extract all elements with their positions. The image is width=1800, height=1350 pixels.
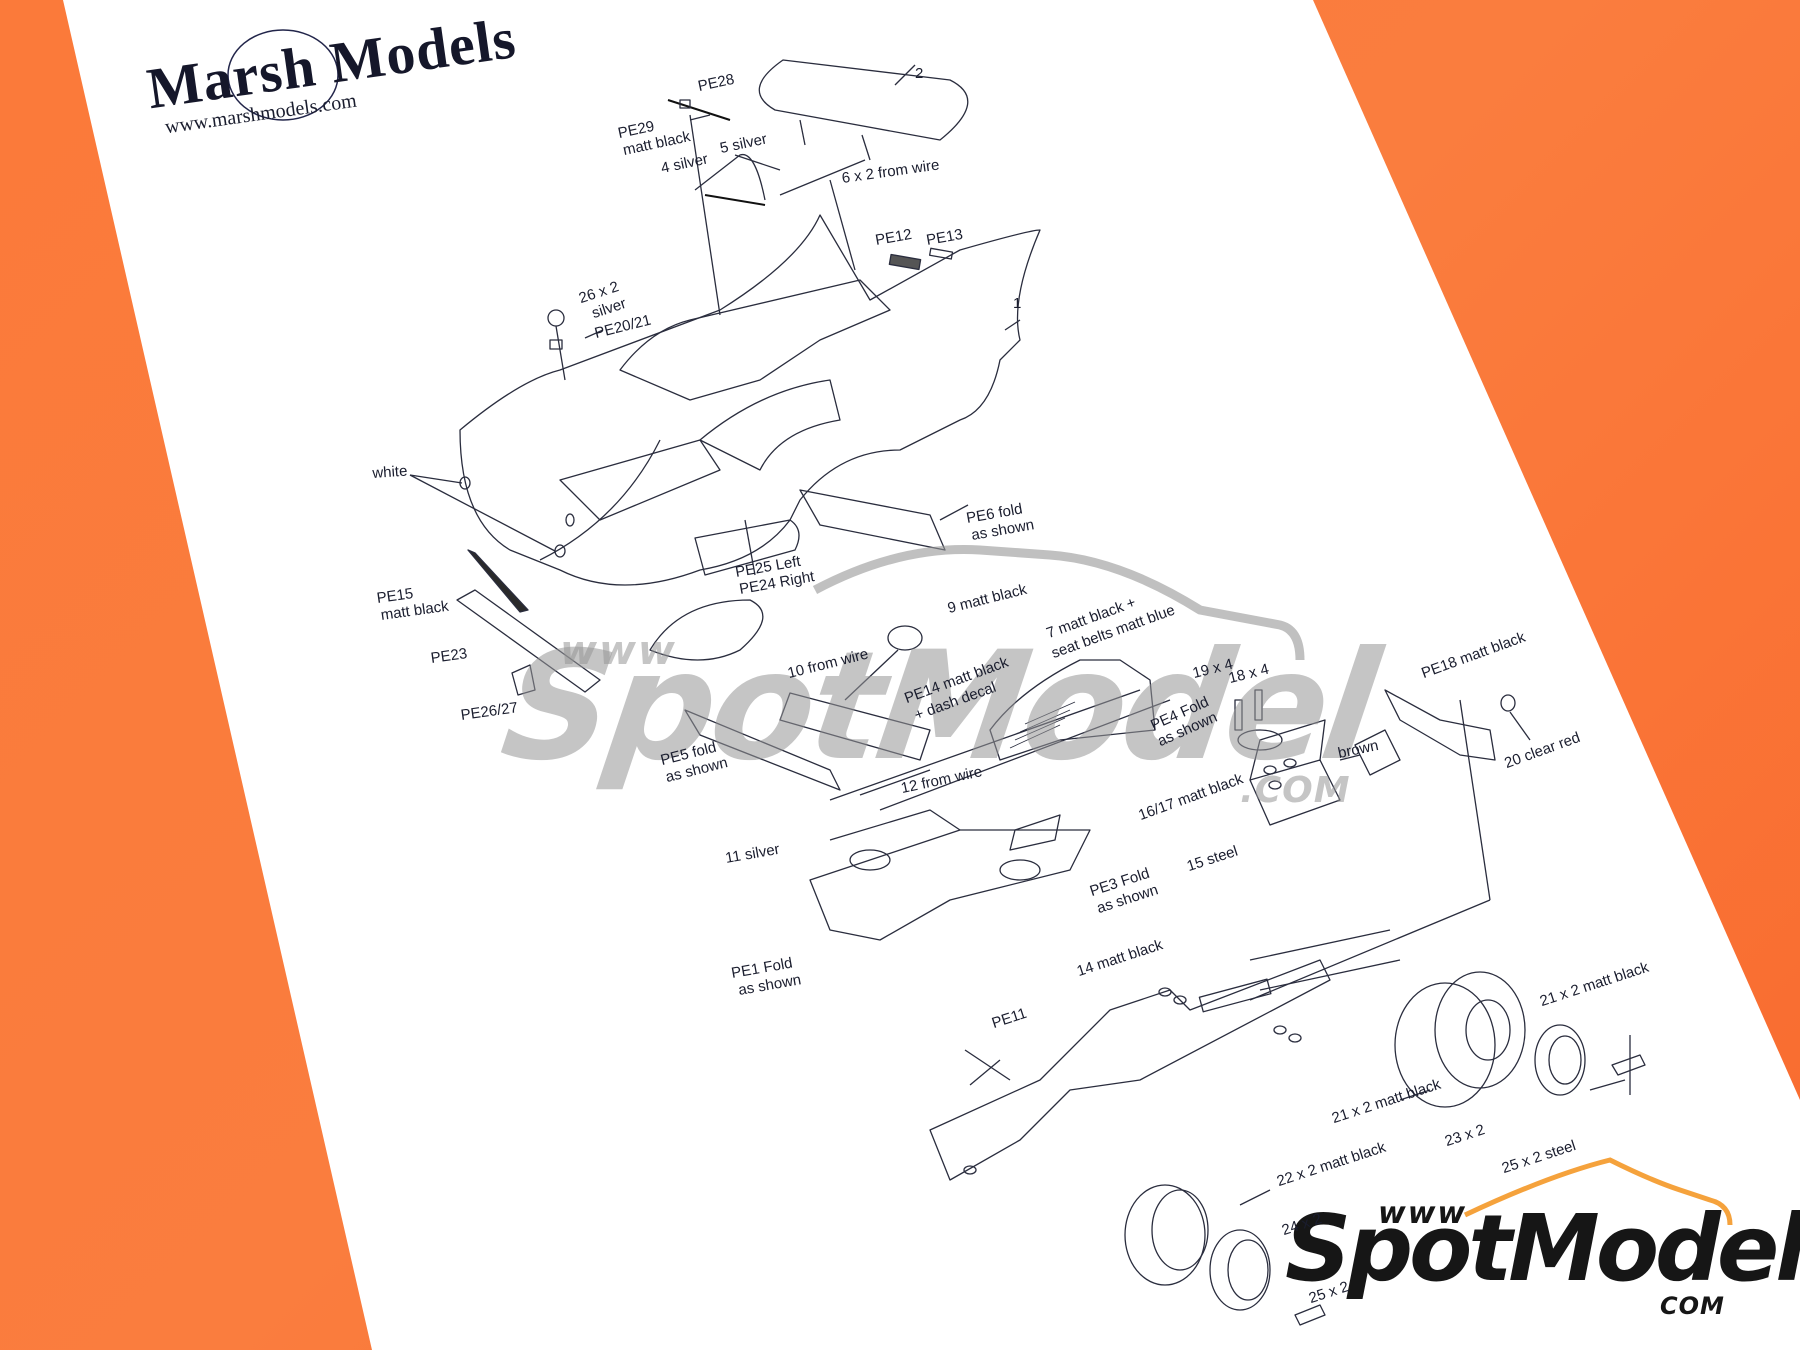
- label-white: white: [371, 462, 408, 482]
- label-part-2: 2: [915, 65, 924, 82]
- watermark-br-com: COM: [1660, 1292, 1725, 1320]
- watermark-www: www: [560, 628, 677, 674]
- watermark-com: .COM: [1240, 770, 1351, 811]
- watermark-br-spotmodel: SpotModel: [1285, 1195, 1800, 1302]
- label-part-1: 1: [1013, 295, 1022, 312]
- watermark-br-www: www: [1378, 1196, 1468, 1231]
